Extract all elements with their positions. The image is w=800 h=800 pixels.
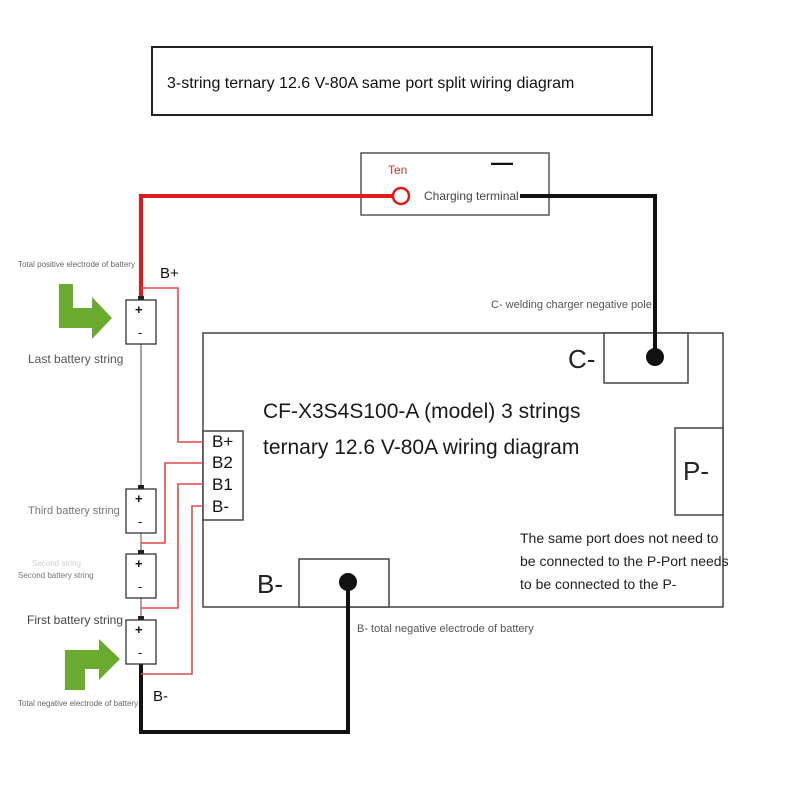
charging-positive-terminal-icon <box>391 186 411 206</box>
board-note-line3: to be connected to the P- <box>520 576 677 592</box>
balance-connector <box>202 430 244 521</box>
sense-wire-b2 <box>141 462 203 544</box>
board-model-line1: CF-X3S4S100-A (model) 3 strings <box>263 400 581 423</box>
total-positive-label: Total positive electrode of battery <box>18 260 135 269</box>
pin-b2: B2 <box>212 453 233 472</box>
first-string-label: First battery string <box>27 613 124 627</box>
board-model-line2: ternary 12.6 V-80A wiring diagram <box>263 436 580 459</box>
battery-second <box>125 550 157 599</box>
second-string-faint-label: Second string <box>32 559 81 568</box>
sense-wire-b-plus <box>141 287 203 443</box>
battery-third <box>125 485 157 534</box>
battery-last <box>125 296 157 345</box>
b-minus-terminal-dot <box>339 573 357 591</box>
battery-plus-sign: + <box>135 302 143 317</box>
board-note-line2: be connected to the P-Port needs <box>520 553 729 569</box>
battery-minus-sign: - <box>138 325 143 340</box>
battery-minus-sign: - <box>138 579 143 594</box>
arrow-right-icon <box>59 284 112 339</box>
b-plus-top-label: B+ <box>160 265 179 282</box>
arrow-right-icon <box>65 639 120 690</box>
charging-terminal-box <box>360 152 550 216</box>
charging-terminal-label: Charging terminal <box>424 189 519 203</box>
p-minus-port-box <box>674 427 724 516</box>
charging-negative-sign: — <box>491 150 513 175</box>
c-minus-note: C- welding charger negative pole <box>491 299 652 311</box>
title-box: 3-string ternary 12.6 V-80A same port sp… <box>151 46 653 116</box>
battery-minus-sign: - <box>138 514 143 529</box>
battery-minus-sign: - <box>138 645 143 660</box>
charging-positive-label: Ten <box>388 163 408 177</box>
main-positive-wire <box>139 194 399 298</box>
pin-b-minus: B- <box>212 497 229 516</box>
charger-negative-wire <box>520 194 657 357</box>
last-string-label: Last battery string <box>28 352 124 366</box>
third-string-label: Third battery string <box>28 505 120 517</box>
total-negative-label: Total negative electrode of battery <box>18 699 139 708</box>
sense-wire-b-minus <box>141 505 203 675</box>
pin-b1: B1 <box>212 475 233 494</box>
port-p-label: P- <box>683 456 709 486</box>
diagram-title: 3-string ternary 12.6 V-80A same port sp… <box>167 75 575 92</box>
second-string-label: Second battery string <box>18 571 94 580</box>
port-c-label: C- <box>568 344 596 374</box>
b-minus-bottom-label: B- <box>153 688 168 705</box>
battery-first <box>125 616 157 665</box>
c-minus-terminal-dot <box>646 348 664 366</box>
battery-negative-wire <box>139 582 350 734</box>
pin-b-plus: B+ <box>212 432 234 451</box>
b-minus-note: B- total negative electrode of battery <box>357 623 534 635</box>
board-note-line1: The same port does not need to <box>520 530 719 546</box>
battery-plus-sign: + <box>135 491 143 506</box>
battery-plus-sign: + <box>135 556 143 571</box>
port-b-label: B- <box>257 569 283 599</box>
c-minus-port-box <box>603 332 689 384</box>
sense-wire-b1 <box>141 483 203 609</box>
battery-plus-sign: + <box>135 622 143 637</box>
